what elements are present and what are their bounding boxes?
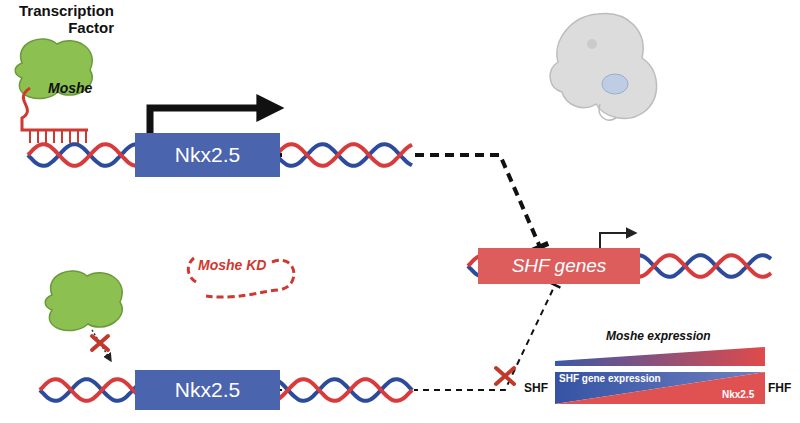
gradient-label: Nkx2.5	[722, 389, 764, 401]
gene-name: Nkx2.5	[175, 143, 240, 167]
rna-label: Moshe	[48, 80, 108, 96]
gradient-label: Moshe expression	[606, 330, 746, 344]
gene-box: SHF genes	[478, 248, 640, 284]
blocked-binding-arrow	[92, 330, 108, 356]
gene-box: Nkx2.5	[135, 370, 280, 410]
region-label: FHF	[768, 382, 798, 396]
dna-helix	[28, 139, 771, 406]
region-label: SHF	[524, 382, 554, 396]
gene-name: SHF genes	[512, 255, 607, 277]
gene-name: Nkx2.5	[175, 378, 240, 402]
gene-box: Nkx2.5	[135, 133, 280, 177]
transcription-arrow	[600, 233, 628, 248]
component-label: Transcription Factor	[2, 2, 114, 37]
cross-mark	[92, 336, 108, 350]
rna-label: Moshe KD	[198, 257, 278, 273]
moshe-kd-rna	[188, 258, 294, 297]
moshe-rna	[22, 88, 88, 143]
expression-gradient	[555, 347, 765, 404]
transcription-arrow	[150, 108, 262, 133]
embryo-illustration	[550, 14, 656, 121]
cross-mark	[496, 368, 514, 384]
transcription-factor-blob	[45, 271, 122, 331]
gradient-label: SHF gene expression	[559, 373, 689, 385]
